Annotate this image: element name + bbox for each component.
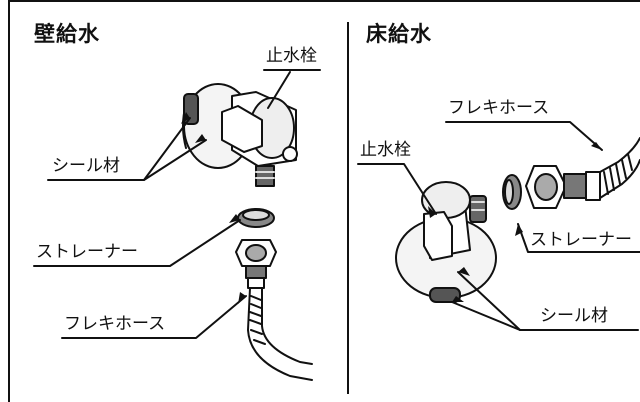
- wall-strainer-label: ストレーナー: [36, 242, 138, 262]
- floor-hose-label: フレキホース: [448, 98, 550, 118]
- floor-seal-label: シール材: [540, 306, 608, 326]
- floor-valve-label: 止水栓: [360, 140, 411, 160]
- floor-strainer-part: [502, 174, 522, 210]
- panel-divider: [347, 22, 349, 394]
- floor-arrowheads: [428, 142, 602, 302]
- wall-flexible-hose: [247, 287, 313, 381]
- floor-strainer-label: ストレーナー: [530, 230, 632, 250]
- wall-seal-label: シール材: [52, 156, 120, 176]
- wall-hose-nut: [235, 239, 277, 289]
- floor-valve: [421, 181, 487, 261]
- wall-hose-label: フレキホース: [64, 314, 166, 334]
- wall-strainer-part: [237, 208, 275, 228]
- wall-valve: [221, 91, 298, 187]
- frame-left-border: [8, 0, 10, 402]
- frame-top-border: [8, 0, 640, 2]
- wall-leader-lines: [33, 69, 321, 339]
- floor-hose-nut: [525, 165, 601, 209]
- wall-valve-label: 止水栓: [266, 46, 317, 66]
- floor-flexible-hose: [599, 137, 640, 199]
- floor-leader-lines: [357, 121, 640, 331]
- wall-arrowheads: [181, 112, 246, 304]
- floor-supply-title: 床給水: [366, 22, 432, 46]
- wall-supply-title: 壁給水: [34, 22, 100, 46]
